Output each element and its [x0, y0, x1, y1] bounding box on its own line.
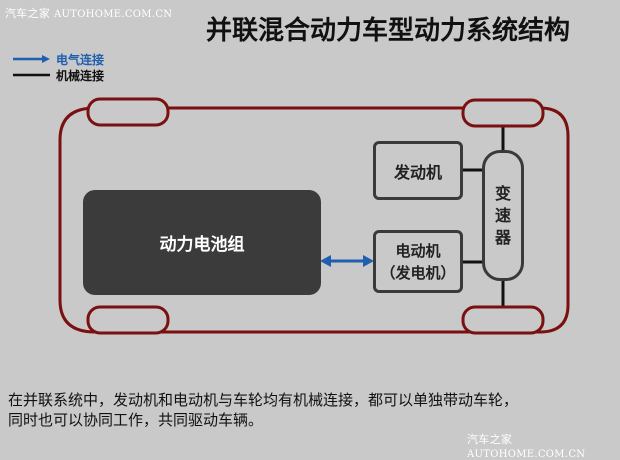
chassis-frame — [58, 106, 570, 334]
caption-line-1: 在并联系统中，发动机和电动机与车轮均有机械连接，都可以单独带动车轮， — [8, 391, 519, 409]
wheel-rear-right — [461, 305, 545, 335]
gearbox-char-3: 器 — [494, 227, 511, 247]
watermark-site: AUTOHOME.COM.CN — [54, 9, 173, 20]
mechanical-line-icon — [13, 73, 50, 77]
chassis-diagram — [58, 97, 570, 335]
motor-label: 电动机 — [395, 241, 441, 260]
gearbox-char-2: 速 — [494, 205, 511, 225]
motor-box: 电动机 （发电机） — [373, 230, 463, 293]
wheel-rear-left — [86, 305, 170, 335]
gearbox-char-1: 变 — [494, 183, 511, 203]
wheel-front-left — [86, 97, 170, 127]
caption: 在并联系统中，发动机和电动机与车轮均有机械连接，都可以单独带动车轮， 同时也可以… — [8, 390, 620, 430]
watermark-brand: 汽车之家 — [5, 7, 51, 20]
engine-label: 发动机 — [393, 162, 442, 182]
gearbox-box: 变 速 器 — [482, 150, 524, 281]
watermark-site-bottom: AUTOHOME.COM.CN — [467, 449, 586, 460]
watermark-bottom: 汽车之家 AUTOHOME.COM.CN — [467, 431, 620, 460]
engine-box: 发动机 — [373, 141, 463, 200]
watermark-brand-bottom: 汽车之家 — [467, 433, 513, 446]
electric-arrow-icon — [13, 55, 50, 63]
electric-arrowhead-right — [363, 255, 374, 267]
generator-label: （发电机） — [380, 263, 456, 282]
watermark-top: 汽车之家 AUTOHOME.COM.CN — [5, 5, 172, 21]
diagram-page: 汽车之家 AUTOHOME.COM.CN 并联混合动力车型动力系统结构 电气连接… — [5, 5, 620, 460]
legend-mechanical-label: 机械连接 — [56, 69, 105, 83]
battery-pack: 动力电池组 — [83, 190, 321, 295]
electric-arrowhead-left — [320, 255, 331, 267]
legend-electric-label: 电气连接 — [56, 53, 105, 67]
caption-line-2: 同时也可以协同工作，共同驱动车辆。 — [8, 411, 264, 429]
wheel-front-right — [461, 98, 545, 128]
page-title: 并联混合动力车型动力系统结构 — [206, 16, 571, 46]
